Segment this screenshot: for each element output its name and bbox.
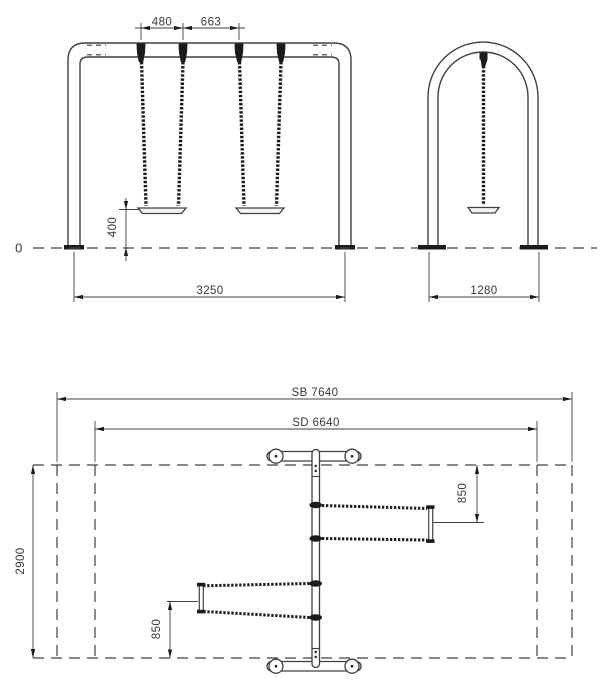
side-view	[418, 41, 548, 302]
dim-label-850-left: 850	[151, 619, 163, 639]
plan-dim-850-left	[167, 601, 198, 658]
front-frame	[64, 42, 355, 250]
safety-zone-boundary	[33, 464, 573, 659]
plan-view	[30, 392, 573, 674]
foot-plate-right	[335, 245, 355, 250]
front-swings	[136, 43, 286, 215]
beam-joint-marks	[87, 44, 332, 56]
chain-hanger	[479, 52, 488, 60]
dim-label-3250: 3250	[196, 285, 223, 297]
dim-label-2900: 2900	[15, 547, 27, 574]
foot-plate-front	[418, 245, 446, 250]
dim-label-sd-6640: SD 6640	[292, 417, 340, 429]
swing-seat-profile	[466, 206, 501, 214]
dim-label-663: 663	[201, 17, 221, 29]
ground-zero-label: 0	[15, 241, 23, 256]
chain-clamps	[309, 501, 323, 621]
front-dim-top	[135, 23, 245, 40]
swing-seat-left	[136, 207, 188, 215]
plan-swing-left	[197, 582, 310, 619]
swing-seat-right	[234, 207, 286, 215]
dimension-labels: 480 663 400 0 3250 1280 SB 7640 SD 6640 …	[15, 17, 497, 640]
plan-dim-850-right	[433, 465, 484, 523]
dim-label-sb-7640: SB 7640	[292, 387, 339, 399]
front-view	[64, 23, 355, 302]
plan-dim-sb	[56, 392, 573, 462]
swing-chains	[139, 61, 283, 207]
side-swing	[466, 52, 501, 214]
foot-plate-back	[520, 245, 548, 250]
front-dim-width	[73, 252, 346, 302]
dim-label-480: 480	[152, 17, 172, 29]
dim-label-400: 400	[107, 217, 119, 237]
side-frame	[418, 41, 548, 250]
plan-beam	[311, 448, 321, 669]
foot-plate-left	[64, 245, 84, 250]
front-dim-seat-height	[119, 198, 140, 261]
chain-hangers	[136, 43, 286, 62]
plan-swing-right	[321, 504, 435, 543]
dim-label-1280: 1280	[470, 285, 497, 297]
plan-dim-sd	[94, 421, 538, 462]
plan-dim-depth	[30, 465, 36, 658]
dim-label-850-right: 850	[457, 483, 469, 503]
side-dim-depth	[428, 252, 540, 302]
